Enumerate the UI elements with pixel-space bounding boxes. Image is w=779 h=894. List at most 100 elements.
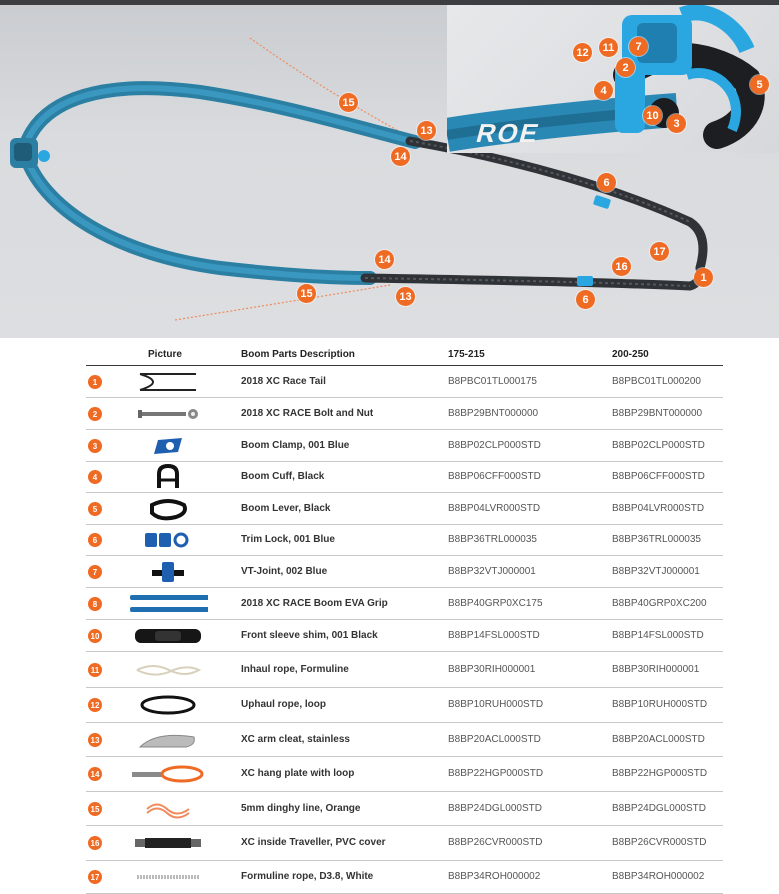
part-number-badge: 17 <box>88 870 102 884</box>
arm-cleat-icon <box>128 723 208 756</box>
part-code-200-250: B8PBC01TL000200 <box>612 376 701 387</box>
callout-6: 6 <box>576 290 595 309</box>
part-number-badge: 2 <box>88 407 102 421</box>
part-code-175-215: B8BP29BNT000000 <box>448 408 539 419</box>
callout-16: 16 <box>612 257 631 276</box>
hang-plate-icon <box>128 757 208 791</box>
boom-lever-icon <box>128 493 208 524</box>
table-row: 8 2018 XC RACE Boom EVA Grip B8BP40GRP0XC1… <box>86 588 723 620</box>
part-code-175-215: B8BP02CLP000STD <box>448 440 541 451</box>
callout-11: 11 <box>599 38 618 57</box>
callout-15: 15 <box>339 93 358 112</box>
boom-photo: ROE 15 13 14 6 17 16 1 14 15 13 6 12 11 … <box>0 0 779 338</box>
boom-clamp-icon <box>128 430 208 461</box>
boom-head-inset: ROE <box>447 5 779 153</box>
header-description: Boom Parts Description <box>241 349 355 360</box>
part-code-200-250: B8BP20ACL000STD <box>612 734 705 745</box>
part-number-badge: 3 <box>88 439 102 453</box>
table-row: 4 Boom Cuff, Black B8BP06CFF000STD B8BP06CF… <box>86 462 723 493</box>
part-description: Boom Cuff, Black <box>241 471 325 482</box>
part-number-badge: 10 <box>88 629 102 643</box>
table-row: 12 Uphaul rope, loop B8BP10RUH000STD B8BP10… <box>86 688 723 723</box>
header-size-175-215: 175-215 <box>448 349 485 360</box>
part-code-200-250: B8BP40GRP0XC200 <box>612 598 707 609</box>
part-code-175-215: B8BP06CFF000STD <box>448 471 541 482</box>
sleeve-shim-icon <box>128 620 208 651</box>
part-code-200-250: B8BP34ROH000002 <box>612 871 705 882</box>
part-code-175-215: B8BP26CVR000STD <box>448 837 543 848</box>
formuline-rope-icon <box>128 861 208 893</box>
part-code-175-215: B8PBC01TL000175 <box>448 376 537 387</box>
part-number-badge: 8 <box>88 597 102 611</box>
table-header: Picture Boom Parts Description 175-215 2… <box>86 345 723 366</box>
callout-2: 2 <box>616 58 635 77</box>
boom-brand-text: ROE <box>473 118 544 148</box>
part-code-175-215: B8BP10RUH000STD <box>448 699 544 710</box>
part-code-200-250: B8BP29BNT000000 <box>612 408 703 419</box>
part-description: 2018 XC RACE Boom EVA Grip <box>241 598 388 609</box>
callout-10: 10 <box>643 106 662 125</box>
callout-3: 3 <box>667 114 686 133</box>
part-description: XC inside Traveller, PVC cover <box>241 837 386 848</box>
part-number-badge: 4 <box>88 470 102 484</box>
top-bar <box>0 0 779 5</box>
callout-7: 7 <box>629 37 648 56</box>
part-number-badge: 15 <box>88 802 102 816</box>
callout-13: 13 <box>417 121 436 140</box>
part-number-badge: 14 <box>88 767 102 781</box>
part-description: Front sleeve shim, 001 Black <box>241 630 378 641</box>
part-code-175-215: B8BP14FSL000STD <box>448 630 540 641</box>
part-code-175-215: B8BP36TRL000035 <box>448 534 537 545</box>
callout-5: 5 <box>750 75 769 94</box>
part-code-200-250: B8BP02CLP000STD <box>612 440 705 451</box>
trim-lock-icon <box>128 525 208 555</box>
part-description: Trim Lock, 001 Blue <box>241 534 335 545</box>
part-number-badge: 12 <box>88 698 102 712</box>
part-code-175-215: B8BP34ROH000002 <box>448 871 541 882</box>
table-row: 10 Front sleeve shim, 001 Black B8BP14FSL0… <box>86 620 723 652</box>
callout-13: 13 <box>396 287 415 306</box>
part-description: 5mm dinghy line, Orange <box>241 803 361 814</box>
callout-14: 14 <box>391 147 410 166</box>
traveller-icon <box>128 826 208 860</box>
boom-parts-table: Picture Boom Parts Description 175-215 2… <box>86 345 723 894</box>
part-number-badge: 16 <box>88 836 102 850</box>
part-code-200-250: B8BP26CVR000STD <box>612 837 707 848</box>
part-code-175-215: B8BP40GRP0XC175 <box>448 598 543 609</box>
callout-17: 17 <box>650 242 669 261</box>
race-tail-icon <box>128 366 208 397</box>
vt-joint-icon <box>128 556 208 587</box>
part-code-200-250: B8BP10RUH000STD <box>612 699 708 710</box>
callout-14: 14 <box>375 250 394 269</box>
dinghy-line-icon <box>128 792 208 825</box>
part-code-175-215: B8BP32VTJ000001 <box>448 566 536 577</box>
uphaul-rope-icon <box>128 688 208 722</box>
bolt-nut-icon <box>128 398 208 429</box>
part-description: 2018 XC Race Tail <box>241 376 326 387</box>
part-code-200-250: B8BP36TRL000035 <box>612 534 701 545</box>
callout-1: 1 <box>694 268 713 287</box>
part-number-badge: 11 <box>88 663 102 677</box>
part-description: Boom Clamp, 001 Blue <box>241 440 350 451</box>
part-description: VT-Joint, 002 Blue <box>241 566 328 577</box>
part-code-200-250: B8BP24DGL000STD <box>612 803 706 814</box>
part-code-175-215: B8BP22HGP000STD <box>448 768 544 779</box>
part-code-200-250: B8BP06CFF000STD <box>612 471 705 482</box>
part-description: Inhaul rope, Formuline <box>241 664 349 675</box>
part-code-200-250: B8BP30RIH000001 <box>612 664 700 675</box>
part-code-200-250: B8BP32VTJ000001 <box>612 566 700 577</box>
callout-6: 6 <box>597 173 616 192</box>
boom-illustration <box>10 37 708 321</box>
eva-grip-icon <box>128 588 208 619</box>
callout-12: 12 <box>573 43 592 62</box>
part-code-175-215: B8BP04LVR000STD <box>448 503 541 514</box>
part-description: Uphaul rope, loop <box>241 699 326 710</box>
